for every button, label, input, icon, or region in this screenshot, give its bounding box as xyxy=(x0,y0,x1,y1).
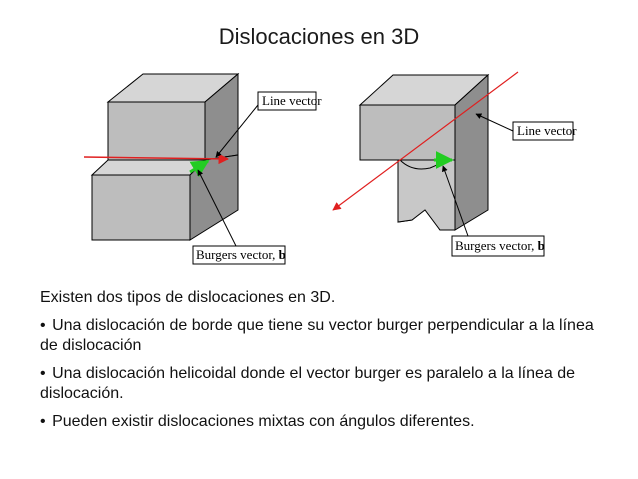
slide-title: Dislocaciones en 3D xyxy=(218,24,420,49)
screw-line-vector-label: Line vector xyxy=(517,123,577,138)
screw-burgers-vector-pointer xyxy=(441,165,469,237)
bullet-item-screw: • Una dislocación helicoidal donde el ve… xyxy=(40,364,600,404)
edge-dislocation-diagram: Line vector Burgers vector, b xyxy=(83,72,322,265)
edge-line-vector-arrow xyxy=(83,153,230,165)
edge-burgers-vector-text: Burgers vector, b xyxy=(196,247,286,262)
edge-upper-front-face xyxy=(107,101,206,161)
bullet-text: Una dislocación de borde que tiene su ve… xyxy=(40,317,594,354)
bullet-text: Pueden existir dislocaciones mixtas con … xyxy=(52,413,475,430)
screw-burgers-vector-symbol: b xyxy=(538,238,545,253)
edge-line-vector-pointer xyxy=(215,104,259,158)
screw-burgers-vector-text: Burgers vector, b xyxy=(455,238,545,253)
screw-burgers-vector-label: Burgers vector, xyxy=(455,238,538,253)
bullet-text: Una dislocación helicoidal donde el vect… xyxy=(40,365,576,402)
screw-lower-front-face xyxy=(397,159,456,231)
bullet-icon: • xyxy=(40,317,46,334)
edge-burgers-vector-arrow xyxy=(189,159,210,178)
screw-line-vector-pointer xyxy=(475,113,514,132)
bullet-item-mixed: • Pueden existir dislocaciones mixtas co… xyxy=(40,412,600,432)
intro-paragraph: Existen dos tipos de dislocaciones en 3D… xyxy=(40,289,336,306)
edge-burgers-vector-pointer xyxy=(197,169,237,247)
edge-burgers-vector-label: Burgers vector, xyxy=(196,247,279,262)
edge-line-vector-label: Line vector xyxy=(262,93,322,108)
edge-lower-front-face xyxy=(91,174,191,241)
screw-dislocation-diagram: Line vector Burgers vector, b xyxy=(332,71,577,257)
screw-burgers-vector-callout xyxy=(451,235,545,257)
bullet-icon: • xyxy=(40,365,46,382)
screw-line-vector-arrow xyxy=(332,71,519,211)
bullet-icon: • xyxy=(40,413,46,430)
slide-body: Existen dos tipos de dislocaciones en 3D… xyxy=(40,288,600,440)
edge-line-vector-callout xyxy=(257,91,317,111)
edge-burgers-vector-callout xyxy=(192,245,286,265)
dislocation-figure: Line vector Burgers vector, b xyxy=(0,60,638,290)
bullet-item-edge: • Una dislocación de borde que tiene su … xyxy=(40,316,600,356)
edge-lower-top-face xyxy=(90,159,207,176)
edge-burgers-vector-symbol: b xyxy=(279,247,286,262)
